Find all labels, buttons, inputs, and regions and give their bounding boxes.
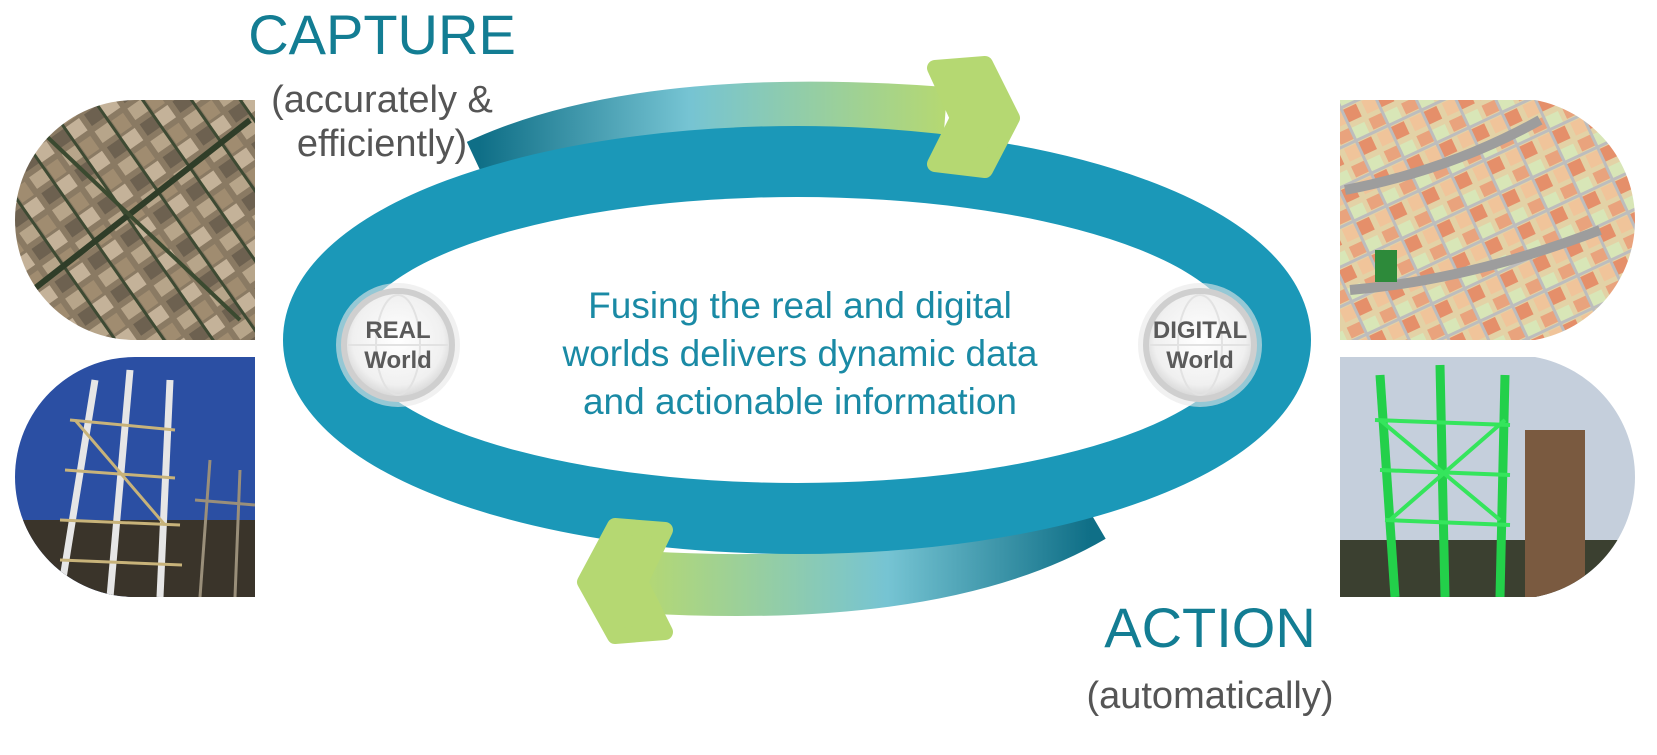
capture-arrow-head bbox=[927, 56, 1020, 178]
capture-heading: CAPTURE bbox=[248, 3, 516, 66]
digital-world-label-line1: DIGITAL bbox=[1152, 317, 1248, 344]
action-subtitle: (automatically) bbox=[1086, 675, 1334, 717]
center-caption-line2: worlds delivers dynamic data bbox=[562, 333, 1038, 374]
capture-subtitle-line2: efficiently) bbox=[296, 123, 468, 165]
digital-world-label-line2: World bbox=[1166, 347, 1234, 374]
real-world-label-line1: REAL bbox=[365, 317, 431, 344]
city-map-model bbox=[1340, 100, 1635, 340]
center-caption-line3: and actionable information bbox=[582, 381, 1017, 422]
capture-subtitle-line1: (accurately & bbox=[271, 79, 493, 121]
capture-arrow-shaft bbox=[466, 81, 948, 199]
center-caption-line1: Fusing the real and digital bbox=[588, 285, 1012, 326]
capture-subtitle: (accurately & efficiently) bbox=[232, 78, 532, 166]
digital-world-label: DIGITAL World bbox=[1140, 316, 1260, 376]
action-heading: ACTION bbox=[1104, 596, 1316, 659]
real-world-label: REAL World bbox=[348, 316, 448, 376]
action-arrow-head bbox=[577, 518, 673, 644]
aerial-city-photo bbox=[15, 100, 255, 340]
real-world-globe bbox=[336, 283, 460, 407]
center-caption: Fusing the real and digital worlds deliv… bbox=[520, 282, 1080, 426]
cycle-ring bbox=[283, 126, 1311, 554]
industrial-plant-photo bbox=[15, 357, 255, 597]
action-arrow-shaft bbox=[638, 485, 1106, 617]
real-world-label-line2: World bbox=[364, 347, 432, 374]
digital-world-globe bbox=[1138, 283, 1262, 407]
plant-3d-model bbox=[1340, 357, 1635, 597]
